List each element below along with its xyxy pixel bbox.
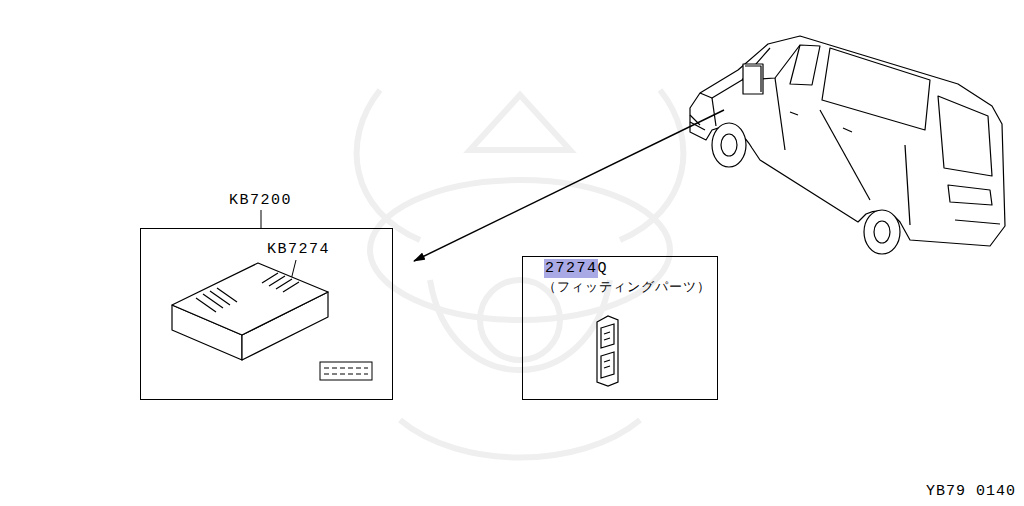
fitting-part-illustration bbox=[597, 316, 618, 386]
drawing-code: YB79 0140 bbox=[926, 484, 1016, 501]
callout-number: KB7274 bbox=[267, 242, 330, 259]
part-number-heading: KB7200 bbox=[229, 193, 292, 210]
watermark bbox=[357, 90, 684, 458]
leader-line bbox=[261, 210, 262, 228]
filter-illustration bbox=[172, 263, 328, 360]
part-note: （フィッティングパーツ） bbox=[543, 280, 711, 294]
part-box: KB7200KB7274 bbox=[140, 228, 393, 400]
part-number: 27274Q bbox=[545, 261, 608, 278]
van-illustration bbox=[690, 36, 1005, 254]
part-box: 27274Q （フィッティングパーツ） bbox=[522, 256, 718, 400]
pointer-arrow bbox=[414, 110, 724, 261]
label-tag bbox=[320, 362, 372, 380]
